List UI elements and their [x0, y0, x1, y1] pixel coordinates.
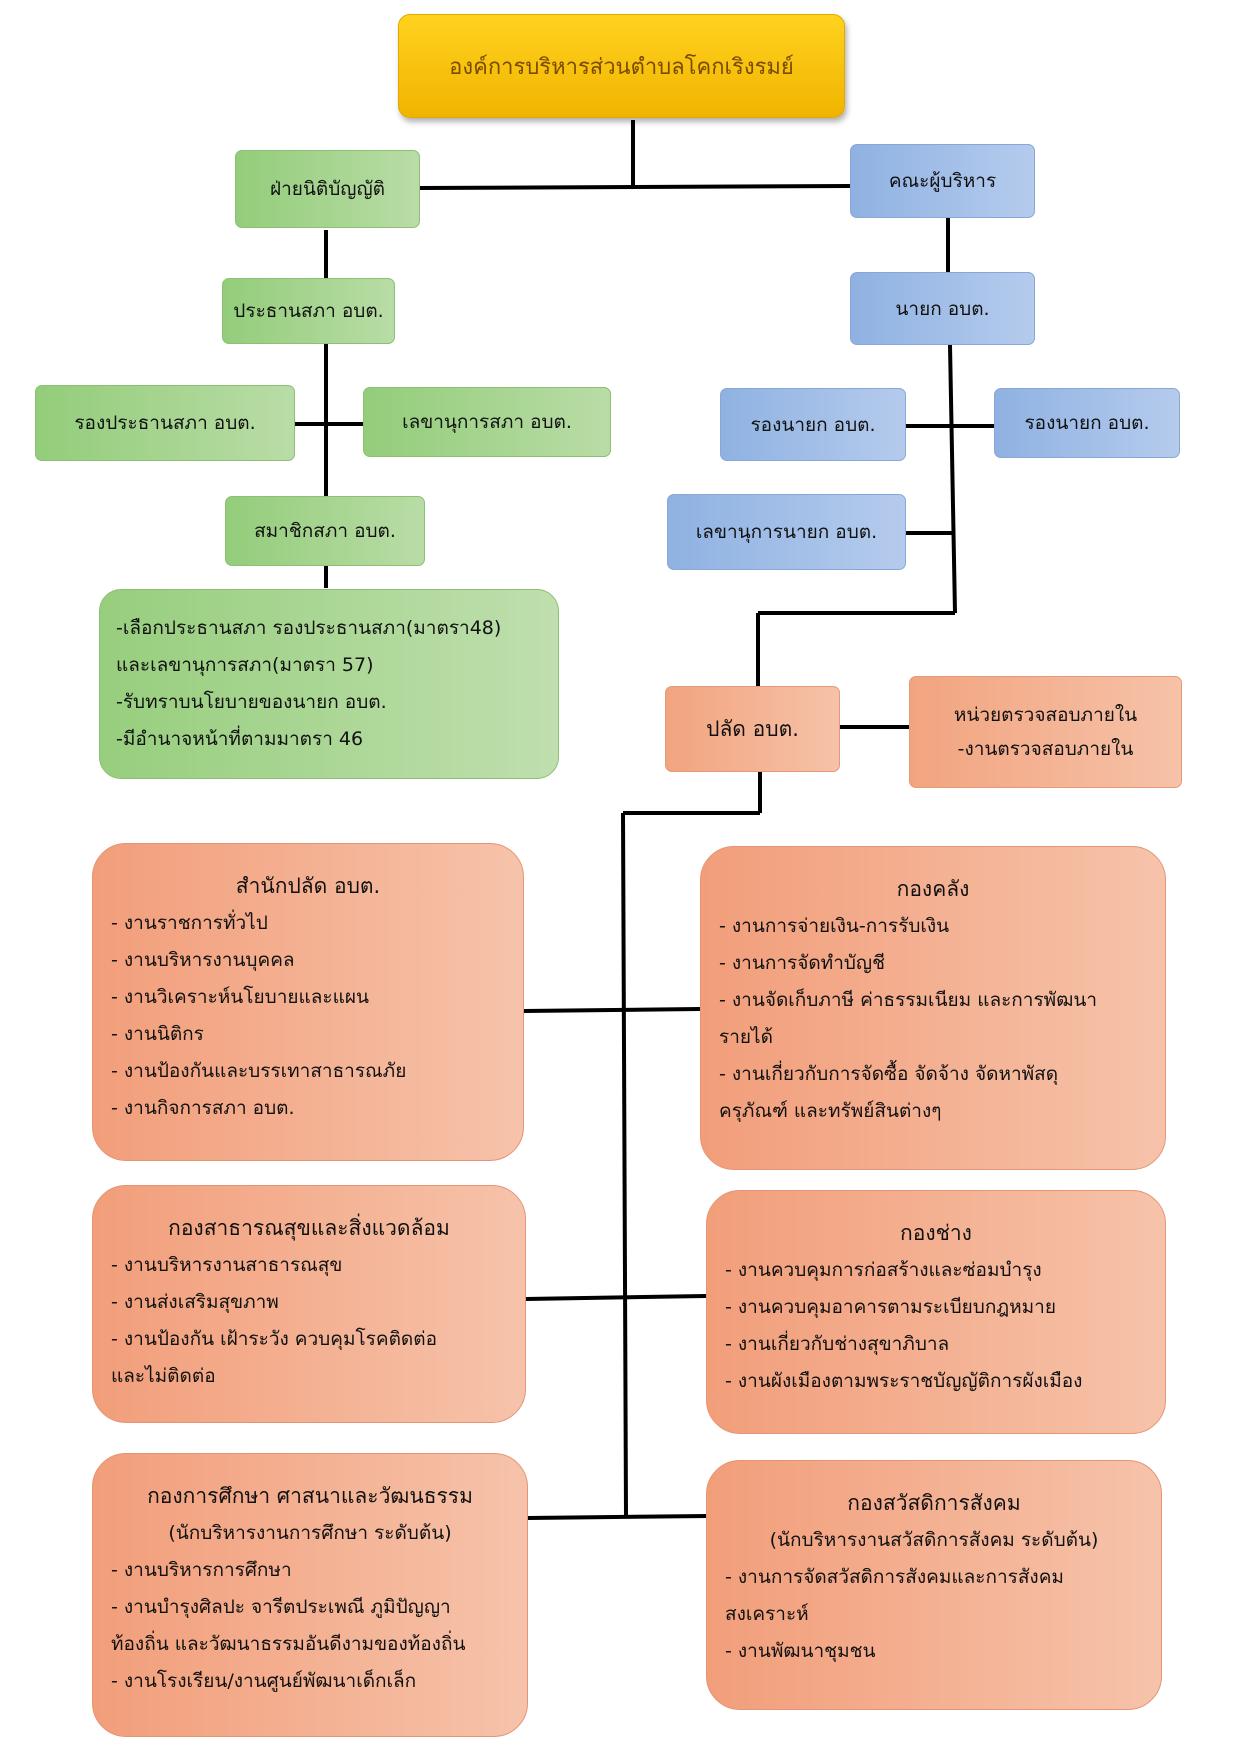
division-item: - งานป้องกันและบรรเทาสาธารณภัย [111, 1060, 407, 1082]
org-title-box: องค์การบริหารส่วนตำบลโคกเริงรมย์ [398, 14, 845, 118]
division-item: - งานควบคุมอาคารตามระเบียบกฎหมาย [725, 1296, 1056, 1318]
division-item: - งานนิติกร [111, 1023, 204, 1045]
division-item: - งานราชการทั่วไป [111, 912, 268, 934]
division-title: กองช่าง [900, 1221, 972, 1245]
division-item: - งานเกี่ยวกับช่างสุขาภิบาล [725, 1333, 950, 1355]
duty-line: -มีอำนาจหน้าที่ตามมาตรา 46 [116, 728, 364, 750]
mayor-secretary-label: เลขานุการนายก อบต. [695, 521, 878, 543]
division-subtitle: (นักบริหารงานสวัสดิการสังคม ระดับต้น) [769, 1529, 1099, 1551]
division-item: - งานวิเคราะห์นโยบายและแผน [111, 986, 369, 1008]
deputy-mayor-label: รองนายก อบต. [750, 413, 876, 436]
members-box: สมาชิกสภา อบต. [225, 496, 425, 566]
division-item: - งานบริหารงานสาธารณสุข [111, 1254, 343, 1276]
deputy-mayor-box-1: รองนายก อบต. [720, 388, 906, 461]
division-item: - งานโรงเรียน/งานศูนย์พัฒนาเด็กเล็ก [111, 1670, 417, 1692]
executive-head: คณะผู้บริหาร [888, 170, 997, 192]
president-label: ประธานสภา อบต. [233, 300, 384, 322]
vice-president-box: รองประธานสภา อบต. [35, 385, 295, 461]
division-item: - งานจัดเก็บภาษี ค่าธรรมเนียม และการพัฒน… [719, 989, 1098, 1011]
division-item: สงเคราะห์ [725, 1603, 809, 1625]
president-box: ประธานสภา อบต. [222, 278, 395, 344]
division-office-box: สำนักปลัด อบต. - งานราชการทั่วไป - งานบร… [92, 843, 524, 1161]
division-item: - งานควบคุมการก่อสร้างและซ่อมบำรุง [725, 1259, 1042, 1281]
duty-line: และเลขานุการสภา(มาตรา 57) [116, 654, 374, 676]
members-label: สมาชิกสภา อบต. [254, 520, 396, 542]
division-education-box: กองการศึกษา ศาสนาและวัฒนธรรม (นักบริหารง… [92, 1453, 528, 1737]
legislative-head-box: ฝ่ายนิติบัญญัติ [235, 150, 420, 228]
division-item: ครุภัณฑ์ และทรัพย์สินต่างๆ [719, 1100, 942, 1122]
division-item: - งานบำรุงศิลปะ จารีตประเพณี ภูมิปัญญา [111, 1596, 451, 1618]
division-item: - งานเกี่ยวกับการจัดซื้อ จัดจ้าง จัดหาพั… [719, 1063, 1059, 1085]
division-item: รายได้ [719, 1026, 773, 1048]
mayor-label: นายก อบต. [895, 297, 990, 320]
deputy-mayor-label: รองนายก อบต. [1024, 412, 1150, 434]
division-item: - งานการจัดทำบัญชี [719, 952, 886, 974]
division-title: สำนักปลัด อบต. [235, 874, 381, 898]
vice-president-label: รองประธานสภา อบต. [74, 412, 256, 434]
mayor-box: นายก อบต. [850, 272, 1035, 345]
division-title: กองสวัสดิการสังคม [847, 1491, 1021, 1515]
division-item: - งานป้องกัน เฝ้าระวัง ควบคุมโรคติดต่อ [111, 1328, 438, 1350]
internal-audit-box: หน่วยตรวจสอบภายใน -งานตรวจสอบภายใน [909, 676, 1182, 788]
division-item: ท้องถิ่น และวัฒนาธรรมอันดีงามของท้องถิ่น [111, 1633, 466, 1655]
division-item: - งานบริหารการศึกษา [111, 1559, 292, 1581]
division-title: กองสาธารณสุขและสิ่งแวดล้อม [168, 1216, 450, 1240]
internal-audit-item: -งานตรวจสอบภายใน [957, 738, 1134, 760]
division-item: - งานการจัดสวัสดิการสังคมและการสังคม [725, 1566, 1064, 1588]
palad-label: ปลัด อบต. [706, 716, 799, 741]
division-title: กองคลัง [896, 877, 970, 901]
division-item: - งานบริหารงานบุคคล [111, 949, 295, 971]
deputy-mayor-box-2: รองนายก อบต. [994, 388, 1180, 458]
division-subtitle: (นักบริหารงานการศึกษา ระดับต้น) [168, 1522, 452, 1544]
division-item: - งานส่งเสริมสุขภาพ [111, 1291, 279, 1313]
division-item: - งานกิจการสภา อบต. [111, 1097, 295, 1119]
council-secretary-box: เลขานุการสภา อบต. [363, 387, 611, 457]
legislative-duties-box: -เลือกประธานสภา รองประธานสภา(มาตรา48) แล… [99, 589, 559, 779]
executive-head-box: คณะผู้บริหาร [850, 144, 1035, 218]
division-item: - งานพัฒนาชุมชน [725, 1640, 876, 1662]
palad-box: ปลัด อบต. [665, 686, 840, 772]
council-secretary-label: เลขานุการสภา อบต. [402, 411, 572, 433]
legislative-head: ฝ่ายนิติบัญญัติ [269, 178, 386, 200]
internal-audit-title: หน่วยตรวจสอบภายใน [953, 704, 1138, 726]
division-engineering-box: กองช่าง - งานควบคุมการก่อสร้างและซ่อมบำร… [706, 1190, 1166, 1434]
duty-line: -รับทราบนโยบายของนายก อบต. [116, 691, 387, 713]
division-item: - งานการจ่ายเงิน-การรับเงิน [719, 915, 950, 937]
division-item: - งานผังเมืองตามพระราชบัญญัติการผังเมือง [725, 1370, 1083, 1392]
mayor-secretary-box: เลขานุการนายก อบต. [667, 494, 906, 570]
division-health-box: กองสาธารณสุขและสิ่งแวดล้อม - งานบริหารงา… [92, 1185, 526, 1423]
division-welfare-box: กองสวัสดิการสังคม (นักบริหารงานสวัสดิการ… [706, 1460, 1162, 1710]
division-item: และไม่ติดต่อ [111, 1365, 216, 1387]
duty-line: -เลือกประธานสภา รองประธานสภา(มาตรา48) [116, 617, 502, 639]
division-finance-box: กองคลัง - งานการจ่ายเงิน-การรับเงิน - งา… [700, 846, 1166, 1170]
org-title: องค์การบริหารส่วนตำบลโคกเริงรมย์ [449, 54, 794, 80]
division-title: กองการศึกษา ศาสนาและวัฒนธรรม [147, 1484, 473, 1508]
